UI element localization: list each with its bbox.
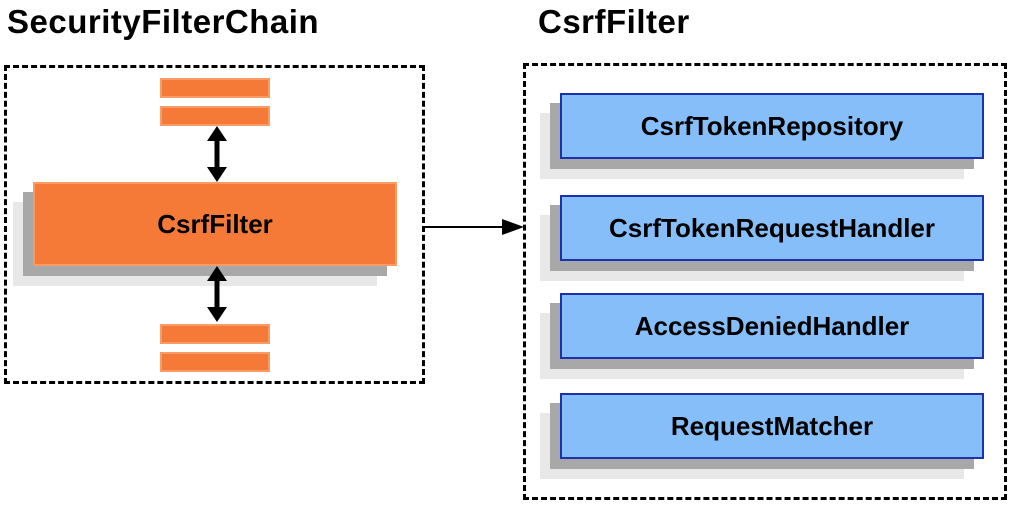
filter-stack-bar: [160, 106, 270, 126]
component-box-access-denied-handler: AccessDeniedHandler: [560, 293, 984, 359]
component-box-csrf-token-request-handler: CsrfTokenRequestHandler: [560, 195, 984, 261]
security-filter-chain-title: SecurityFilterChain: [7, 3, 320, 40]
double-headed-arrow-icon: [207, 126, 227, 182]
csrf-filter-panel: CsrfTokenRepository CsrfTokenRequestHand…: [523, 63, 1007, 500]
filter-stack-bar: [160, 352, 270, 372]
double-headed-arrow-icon: [207, 266, 227, 322]
component-box-csrf-token-repository: CsrfTokenRepository: [560, 93, 984, 159]
filter-stack-bar: [160, 324, 270, 344]
component-box-request-matcher: RequestMatcher: [560, 393, 984, 459]
csrf-filter-panel-title: CsrfFilter: [538, 3, 690, 40]
filter-stack-bar: [160, 78, 270, 98]
component-label: RequestMatcher: [670, 410, 874, 441]
csrf-filter-box-label: CsrfFilter: [157, 208, 273, 239]
security-filter-chain-panel: CsrfFilter: [4, 65, 425, 384]
component-label: CsrfTokenRepository: [640, 110, 904, 141]
right-arrow-icon: [424, 219, 524, 235]
component-label: CsrfTokenRequestHandler: [608, 212, 936, 243]
component-label: AccessDeniedHandler: [634, 310, 910, 341]
csrf-filter-box: CsrfFilter: [33, 182, 397, 266]
